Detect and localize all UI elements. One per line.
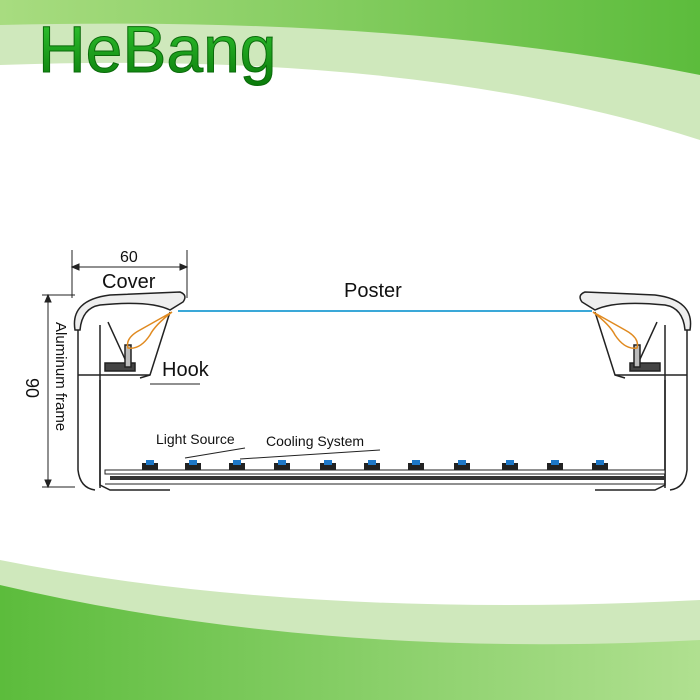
led-base — [229, 463, 245, 470]
light-source-label: Light Source — [156, 431, 235, 447]
led-chip — [278, 460, 286, 465]
led-base — [408, 463, 424, 470]
top-swoosh — [0, 0, 700, 140]
led-chip — [596, 460, 604, 465]
poster-label: Poster — [344, 280, 402, 302]
led-chip — [506, 460, 514, 465]
led-base — [592, 463, 608, 470]
bottom-swoosh — [0, 560, 700, 700]
cover-label: Cover — [102, 271, 156, 293]
led-chip — [368, 460, 376, 465]
led-base — [274, 463, 290, 470]
led-base — [320, 463, 336, 470]
brand-logo: HeBang — [38, 12, 277, 86]
led-chip — [189, 460, 197, 465]
height-dimension — [42, 293, 75, 489]
height-value: 90 — [22, 378, 42, 398]
led-base — [454, 463, 470, 470]
led-base — [185, 463, 201, 470]
led-chip — [551, 460, 559, 465]
led-chip — [233, 460, 241, 465]
led-base — [547, 463, 563, 470]
width-dimension — [70, 250, 189, 298]
cooling-system-label: Cooling System — [266, 433, 364, 449]
led-board — [104, 469, 666, 485]
hook-label: Hook — [162, 359, 210, 381]
led-chip — [458, 460, 466, 465]
led-chip — [146, 460, 154, 465]
led-chip — [324, 460, 332, 465]
width-value: 60 — [120, 249, 138, 266]
led-chip — [412, 460, 420, 465]
led-base — [142, 463, 158, 470]
led-base — [502, 463, 518, 470]
led-row — [142, 460, 608, 470]
left-frame-profile — [73, 291, 186, 491]
aluminum-frame-label: Aluminum frame — [52, 322, 69, 431]
led-base — [364, 463, 380, 470]
